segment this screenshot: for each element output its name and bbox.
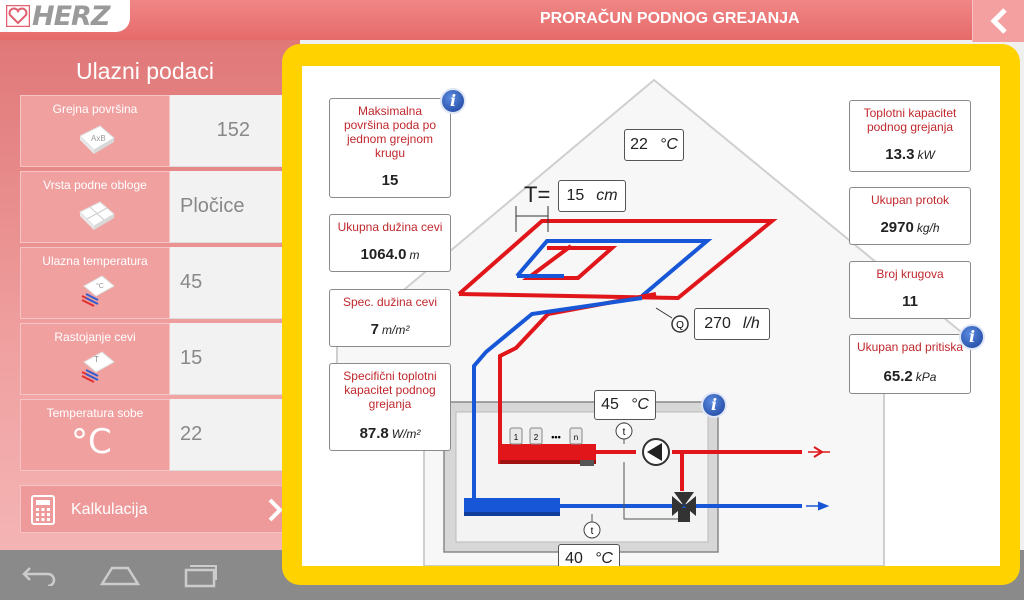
chevron-right-icon: [268, 498, 283, 522]
valve-label-1: 1: [514, 433, 519, 442]
flow-meter-icon: [671, 315, 689, 333]
result-value: 11: [902, 293, 918, 310]
input-value: 152: [216, 119, 250, 141]
svg-text:AxB: AxB: [91, 134, 106, 143]
valve-label-2: 2: [534, 433, 539, 442]
heating-diagram: 1 2 ••• n t t T: [302, 66, 1000, 566]
valve-label-n: n: [574, 433, 578, 442]
supply-floor-loop: [457, 219, 778, 301]
input-label: Vrsta podne obloge: [43, 178, 147, 192]
svg-text:T: T: [94, 355, 99, 364]
thermometer-symbol: t: [623, 427, 626, 438]
room-temperature-readout: 22°C: [624, 129, 684, 161]
info-icon[interactable]: i: [440, 88, 466, 114]
input-label: Ulazna temperatura: [42, 254, 148, 268]
return-temperature-readout: 40°C: [558, 544, 620, 566]
herz-logo: HERZ: [0, 0, 130, 32]
manifold-valves: 1 2 ••• n: [509, 427, 583, 445]
input-inlet-temperature[interactable]: Ulazna temperatura °C 45: [20, 247, 310, 319]
mixing-valve: [672, 492, 696, 522]
supply-manifold: [500, 444, 596, 460]
calculator-icon: [31, 495, 55, 525]
panel-title: Ulazni podaci: [75, 58, 215, 84]
input-panel: Ulazni podaci Grejna površina AxB 152 Vr…: [0, 40, 310, 550]
back-arrow-icon[interactable]: [22, 564, 58, 586]
thermometer-symbol: t: [591, 526, 594, 537]
back-button[interactable]: [972, 0, 1024, 42]
calculate-button-label: Kalkulacija: [71, 501, 148, 518]
input-label: Temperatura sobe: [46, 406, 144, 420]
input-heating-area[interactable]: Grejna površina AxB 152: [20, 95, 310, 167]
result-specific-heat-output: Specifični toplotni kapacitet podnog gre…: [329, 363, 451, 451]
result-label: Ukupna dužina cevi: [337, 220, 443, 234]
supply-thermometer: [615, 422, 633, 440]
input-value: Pločice: [180, 195, 245, 217]
valve-label-dots: •••: [551, 432, 560, 442]
diagram-graphics: 1 2 ••• n t t T: [336, 78, 967, 566]
info-icon[interactable]: i: [959, 324, 985, 350]
spacing-symbol: T=: [524, 182, 550, 207]
return-thermometer: [583, 521, 601, 539]
info-icon[interactable]: i: [701, 392, 727, 418]
page-title: PRORAČUN PODNOG GREJANJA: [540, 10, 800, 27]
input-floor-covering[interactable]: Vrsta podne obloge Pločice: [20, 171, 310, 243]
return-floor-loop: [515, 239, 713, 298]
result-label: Ukupan protok: [870, 193, 950, 207]
home-icon[interactable]: [100, 564, 140, 586]
calculate-button[interactable]: Kalkulacija: [20, 485, 310, 533]
result-circuit-count: Broj krugova 11: [849, 261, 971, 319]
floor-tiles-icon: [79, 201, 115, 230]
recent-apps-icon[interactable]: [182, 562, 218, 588]
chevron-left-icon: [989, 8, 1007, 34]
input-pipe-spacing[interactable]: Rastojanje cevi T 15: [20, 323, 310, 395]
input-value: 22: [180, 423, 203, 445]
result-value: 15: [381, 172, 399, 189]
inlet-temperature-icon: °C: [81, 275, 115, 307]
flow-symbol: Q: [676, 320, 684, 331]
input-value: 45: [180, 271, 203, 293]
return-manifold: [464, 498, 560, 514]
spacing-dimension: [515, 206, 549, 232]
input-label: Rastojanje cevi: [54, 330, 136, 344]
room-temperature-icon: °C: [71, 422, 112, 462]
input-value: 15: [180, 347, 203, 369]
brand-name: HERZ: [32, 0, 110, 32]
input-room-temperature[interactable]: Temperatura sobe °C 22: [20, 399, 310, 471]
result-max-area-per-circuit: Maksimalna površina poda po jednom grejn…: [329, 98, 451, 198]
pipe-spacing-icon: T: [81, 351, 115, 383]
result-label: Maksimalna površina poda po jednom grejn…: [343, 104, 437, 160]
result-label: Toplotni kapacitet podnog grejanja: [863, 106, 957, 134]
result-label: Broj krugova: [876, 267, 944, 281]
result-label: Ukupan pad pritiska: [856, 340, 964, 354]
result-label: Spec. dužina cevi: [342, 295, 438, 309]
supply-temperature-readout: 45°C: [594, 390, 656, 420]
input-label: Grejna površina: [52, 102, 138, 116]
floor-area-icon: AxB: [79, 125, 115, 154]
result-label: Specifični toplotni kapacitet podnog gre…: [343, 369, 437, 411]
top-bar: HERZ PRORAČUN PODNOG GREJANJA: [0, 0, 1024, 42]
heart-icon: [6, 5, 30, 27]
svg-text:°C: °C: [96, 282, 104, 290]
